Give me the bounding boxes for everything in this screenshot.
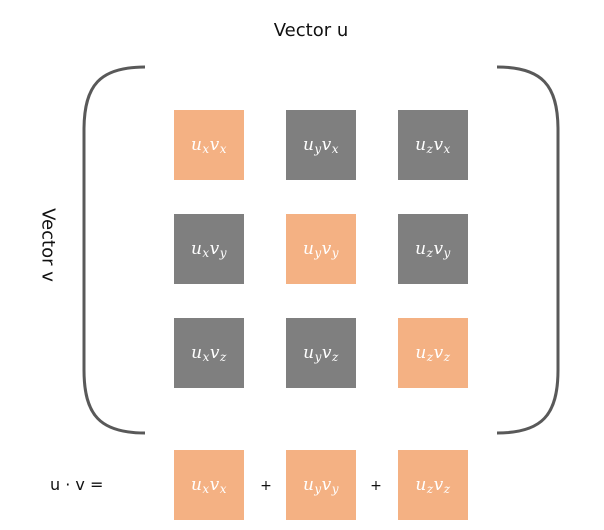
term-text: uyvx (302, 134, 340, 156)
sum-term-ux-vx: uxvx (174, 450, 244, 520)
matrix-cell-uy-vz: uyvz (286, 318, 356, 388)
matrix-cell-uz-vz: uzvz (398, 318, 468, 388)
term-text: uxvz (191, 342, 227, 364)
term-text: uzvz (415, 342, 451, 364)
dot-product-label: u · v = (50, 475, 104, 494)
matrix-cell-uz-vy: uzvy (398, 214, 468, 284)
term-text: uzvx (415, 134, 451, 156)
term-text: uxvy (190, 238, 228, 260)
matrix-cell-ux-vy: uxvy (174, 214, 244, 284)
matrix-cell-uy-vx: uyvx (286, 110, 356, 180)
term-text: uzvy (415, 238, 451, 260)
term-text: uyvy (302, 474, 340, 496)
term-text: uyvy (302, 238, 340, 260)
matrix-cell-uy-vy: uyvy (286, 214, 356, 284)
left-bracket (82, 65, 146, 435)
vector-u-label: Vector u (273, 20, 349, 41)
term-text: uxvx (190, 474, 228, 496)
sum-term-uz-vz: uzvz (398, 450, 468, 520)
sum-term-uy-vy: uyvy (286, 450, 356, 520)
term-text: uyvz (303, 342, 339, 364)
plus-sign-2: + (370, 478, 382, 494)
matrix-cell-uz-vx: uzvx (398, 110, 468, 180)
plus-sign-1: + (260, 478, 272, 494)
matrix-cell-ux-vx: uxvx (174, 110, 244, 180)
right-bracket (496, 65, 560, 435)
term-text: uzvz (415, 474, 451, 496)
matrix-cell-ux-vz: uxvz (174, 318, 244, 388)
term-text: uxvx (190, 134, 228, 156)
